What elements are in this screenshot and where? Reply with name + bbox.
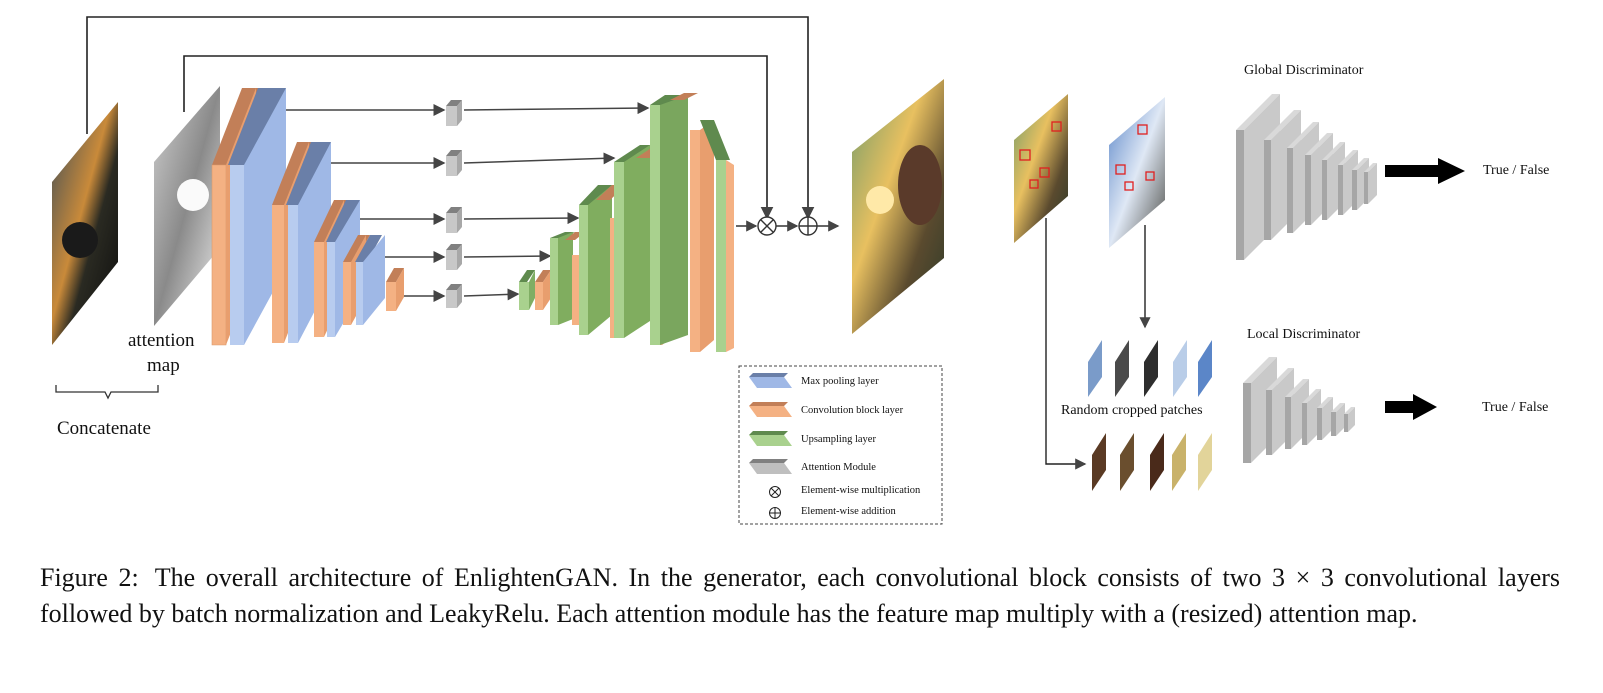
disc-layer-front: [1322, 160, 1327, 220]
real-image: [1109, 97, 1165, 248]
decoder: [519, 93, 734, 352]
real-patches: [1088, 340, 1212, 397]
disc-layer-top: [1302, 389, 1321, 403]
concatenate-brace: [55, 385, 159, 400]
disc-layer-top: [1243, 357, 1277, 383]
fake-image: [1014, 94, 1068, 243]
decoder-block-5: [650, 93, 734, 352]
disc-layer-front: [1317, 408, 1322, 440]
encoder: [211, 88, 404, 346]
legend-swatch-upsample: [749, 431, 792, 446]
local-output-arrow: [1385, 394, 1437, 420]
random-cropped-patches-label: Random cropped patches: [1061, 403, 1203, 418]
local-discriminator-stack: [1243, 357, 1355, 463]
disc-layer-top: [1305, 133, 1333, 155]
attention-module-3: [446, 207, 462, 233]
disc-layer-front: [1285, 397, 1291, 449]
disc-layer-top: [1331, 403, 1345, 412]
caption-number: Figure 2:: [40, 563, 139, 592]
legend-label-pool: Max pooling layer: [801, 376, 879, 387]
disc-layer-front: [1287, 148, 1293, 233]
disc-layer-top: [1264, 110, 1301, 140]
attention-map-label-line2: map: [147, 355, 180, 376]
legend-swatch-attention: [749, 459, 792, 474]
legend-swatch-conv: [749, 402, 792, 417]
disc-layer-front: [1305, 155, 1311, 225]
disc-layer-top: [1266, 368, 1294, 390]
global-discriminator-label: Global Discriminator: [1244, 63, 1364, 78]
disc-layer-front: [1331, 412, 1336, 436]
disc-layer-side: [1368, 163, 1377, 204]
disc-layer-top: [1285, 379, 1309, 397]
legend-add-icon: [769, 507, 781, 519]
legend-label-conv: Convolution block layer: [801, 405, 904, 416]
attention-modules: [286, 100, 650, 308]
fake-patches: [1092, 433, 1212, 491]
input-low-light-image: [52, 102, 118, 345]
legend: [738, 365, 943, 525]
disc-layer-front: [1243, 383, 1251, 463]
architecture-diagram: [52, 16, 1465, 525]
local-output-label: True / False: [1482, 400, 1549, 415]
disc-layer-top: [1322, 142, 1345, 160]
attention-module-1: [446, 100, 462, 126]
legend-label-attention: Attention Module: [801, 462, 876, 473]
disc-layer-top: [1287, 122, 1319, 148]
legend-label-upsample: Upsampling layer: [801, 434, 876, 445]
disc-layer-front: [1338, 165, 1343, 215]
concatenate-label: Concatenate: [57, 418, 151, 439]
legend-swatch-pool: [749, 373, 792, 388]
global-output-label: True / False: [1483, 163, 1550, 178]
disc-layer-side: [1322, 397, 1333, 440]
attention-map-label-line1: attention: [128, 330, 195, 351]
disc-layer-front: [1302, 403, 1307, 445]
output-enhanced-image: [852, 79, 944, 334]
skip-connections: [86, 16, 815, 220]
disc-layer-front: [1236, 130, 1244, 260]
legend-label-add: Element-wise addition: [801, 506, 896, 517]
disc-layer-front: [1344, 414, 1348, 432]
legend-label-multiply: Element-wise multiplication: [801, 485, 921, 496]
caption-text: The overall architecture of EnlightenGAN…: [40, 563, 1561, 628]
disc-layer-front: [1264, 140, 1271, 240]
local-discriminator-label: Local Discriminator: [1247, 327, 1361, 342]
disc-layer-side: [1348, 407, 1355, 432]
global-discriminator-stack: [1236, 94, 1377, 260]
disc-layer-side: [1336, 403, 1345, 436]
disc-layer-top: [1236, 94, 1280, 130]
attention-module-4: [446, 244, 462, 270]
disc-layer-top: [1317, 397, 1333, 408]
element-wise-ops: [736, 216, 840, 236]
disc-layer-top: [1364, 163, 1377, 172]
disc-layer-front: [1352, 170, 1357, 210]
figure-caption: Figure 2: The overall architecture of En…: [40, 560, 1560, 632]
encoder-block-5: [386, 268, 404, 311]
disc-layer-front: [1266, 390, 1272, 455]
disc-layer-top: [1338, 150, 1358, 165]
legend-multiply-icon: [769, 486, 781, 498]
disc-layer-front: [1364, 172, 1368, 204]
disc-layer-top: [1344, 407, 1355, 414]
encoder-block-4: [343, 235, 385, 325]
decoder-block-1: [519, 270, 551, 310]
disc-layer-top: [1352, 158, 1369, 170]
global-output-arrow: [1385, 158, 1465, 184]
attention-module-5: [446, 284, 462, 308]
attention-map-image: [154, 86, 220, 326]
attention-module-2: [446, 150, 462, 176]
encoder-block-1: [211, 88, 286, 346]
